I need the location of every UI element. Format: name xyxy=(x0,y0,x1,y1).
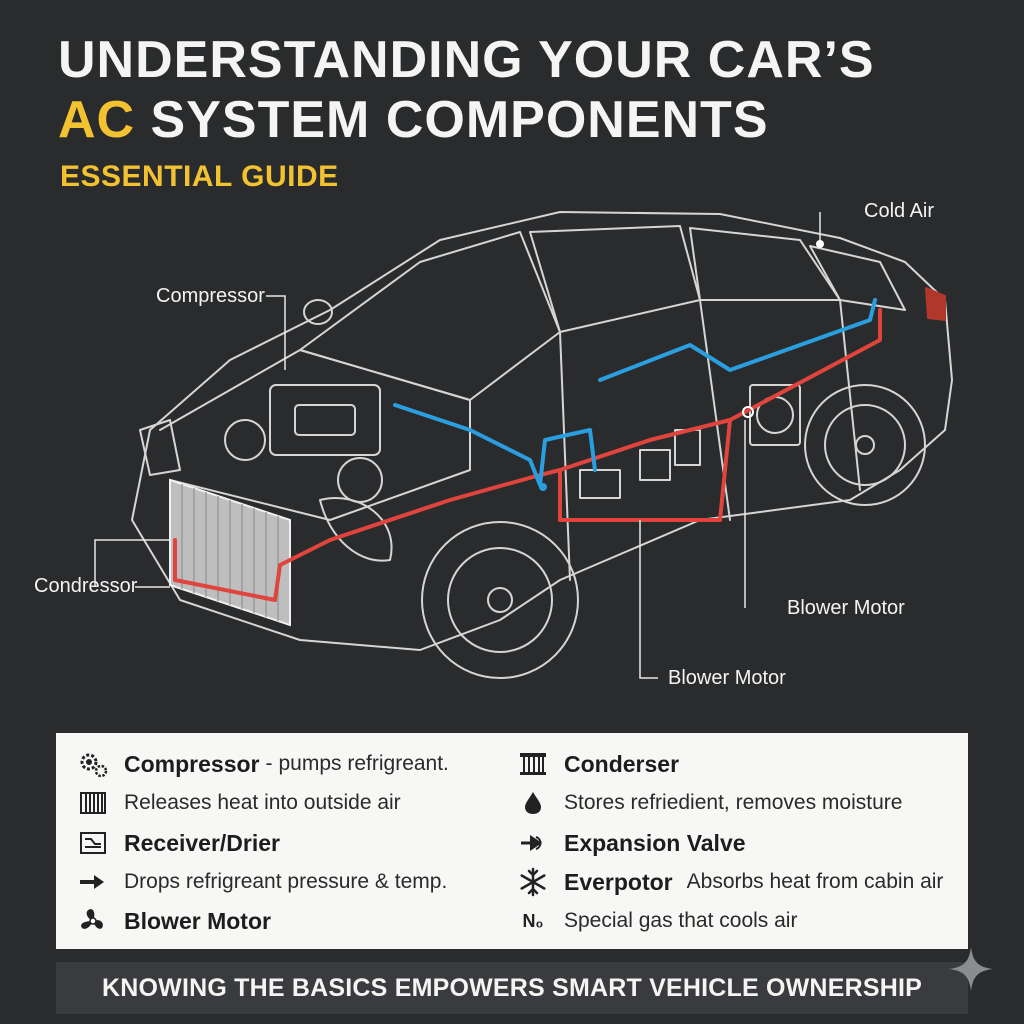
title-line-2: AC SYSTEM COMPONENTS xyxy=(58,90,875,150)
cold-refrigerant-line xyxy=(393,298,877,487)
legend-name: Blower Motor xyxy=(124,907,271,934)
condenser-grille-icon xyxy=(516,749,550,779)
arrow-right-icon xyxy=(76,867,110,897)
legend-item-blower-motor: Blower Motor xyxy=(76,904,271,938)
legend-desc: Stores refriedient, removes moisture xyxy=(564,791,903,814)
subtitle: ESSENTIAL GUIDE xyxy=(60,160,339,193)
legend-item-gas: N₀ Special gas that cools air xyxy=(516,904,797,938)
legend-name: Receiver/Drier xyxy=(124,829,280,856)
callout-cold-air: Cold Air xyxy=(864,200,935,222)
legend-item-conderser: Conderser xyxy=(516,747,679,781)
legend-name: Compressor xyxy=(124,750,260,777)
legend-item-expansion-valve: Expansion Valve xyxy=(516,826,746,860)
legend-item-pressure-drop: Drops refrigreant pressure & temp. xyxy=(76,865,447,899)
legend-panel: Compressor - pumps refrigreant. Releases… xyxy=(56,733,968,949)
callout-condressor: Condressor xyxy=(34,575,138,597)
valve-arrow-icon xyxy=(516,828,550,858)
footer-banner: KNOWING THE BASICS EMPOWERS SMART VEHICL… xyxy=(56,962,968,1014)
radiator-icon xyxy=(76,788,110,818)
legend-item-compressor: Compressor - pumps refrigreant. xyxy=(76,747,449,781)
legend-desc: Absorbs heat from cabin air xyxy=(686,870,944,893)
title-accent: AC xyxy=(58,91,136,149)
legend-sep: - xyxy=(265,752,273,775)
car-wireframe xyxy=(94,211,953,679)
gears-icon xyxy=(76,749,110,779)
fan-icon xyxy=(76,906,110,936)
title-line-2-rest: SYSTEM COMPONENTS xyxy=(135,91,769,149)
legend-desc: pumps refrigreant. xyxy=(278,752,449,775)
sparkle-icon xyxy=(949,947,993,991)
legend-name: Everpotor xyxy=(564,868,673,895)
droplet-icon xyxy=(516,788,550,818)
legend-desc: Drops refrigreant pressure & temp. xyxy=(124,870,448,893)
legend-item-radiator: Releases heat into outside air xyxy=(76,786,401,820)
page-title: UNDERSTANDING YOUR CAR’S AC SYSTEM COMPO… xyxy=(58,30,875,150)
callout-blower-motor-bottom: Blower Motor xyxy=(668,667,786,689)
legend-item-stores-refrigerant: Stores refriedient, removes moisture xyxy=(516,786,902,820)
legend-item-everpotor: Everpotor Absorbs heat from cabin air xyxy=(516,865,943,899)
legend-item-receiver-drier: Receiver/Drier xyxy=(76,826,280,860)
condenser-radiator xyxy=(169,478,291,627)
car-ac-diagram xyxy=(0,180,1024,720)
snowflake-icon xyxy=(516,867,550,897)
gas-symbol-icon: N₀ xyxy=(522,910,544,931)
legend-name: Expansion Valve xyxy=(564,829,746,856)
callout-blower-motor-right: Blower Motor xyxy=(787,597,905,619)
legend-name: Conderser xyxy=(564,750,680,777)
filter-drier-icon xyxy=(76,828,110,858)
legend-desc: Releases heat into outside air xyxy=(124,791,401,814)
title-line-1: UNDERSTANDING YOUR CAR’S xyxy=(58,31,875,89)
callout-compressor: Compressor xyxy=(156,285,265,307)
legend-desc: Special gas that cools air xyxy=(564,909,798,932)
